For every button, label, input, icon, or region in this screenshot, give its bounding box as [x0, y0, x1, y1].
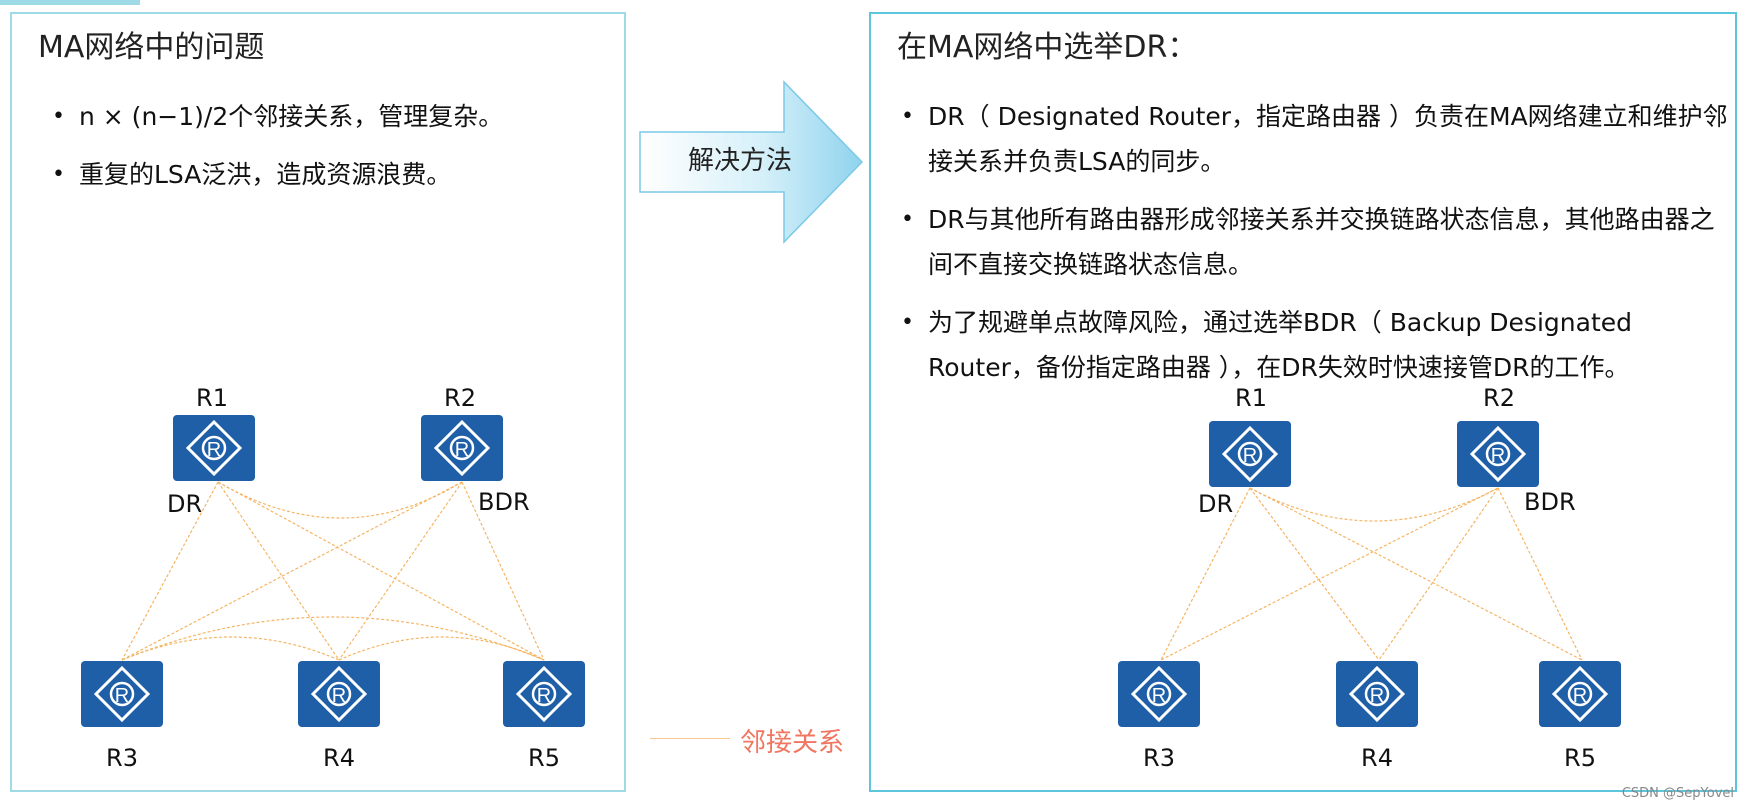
solution-panel-title: 在MA网络中选举DR： [897, 30, 1198, 65]
bdr-label: BDR [478, 488, 530, 516]
adjacency-link [338, 481, 463, 661]
adjacency-link [121, 616, 545, 661]
bullet-text: 重复的LSA泛洪，造成资源浪费。 [79, 160, 452, 189]
adjacency-link [338, 636, 545, 661]
router-label-r3: R3 [106, 744, 138, 772]
legend-label: 邻接关系 [740, 728, 845, 758]
bullet-dot: • [52, 104, 65, 129]
solution-bullet-list: • DR（ Designated Router，指定路由器 ）负责在MA网络建立和… [898, 94, 1736, 403]
adjacency-link [121, 481, 463, 661]
bullet-text: DR与其他所有路由器形成邻接关系并交换链路状态信息，其他路由器之间不直接交换链路… [928, 205, 1715, 279]
adjacency-links [121, 481, 545, 661]
svg-text:R: R [455, 439, 469, 461]
bdr-label: BDR [1524, 488, 1576, 516]
router-label-r5: R5 [1564, 744, 1596, 772]
problem-panel: MA网络中的问题 • n × (n−1)/2个邻接关系，管理复杂。 • 重复的LSA… [10, 12, 626, 792]
problem-bullet: • n × (n−1)/2个邻接关系，管理复杂。 [49, 94, 619, 139]
adjacency-link [217, 481, 545, 661]
adjacency-link [121, 481, 219, 661]
solution-panel: 在MA网络中选举DR： • DR（ Designated Router，指定路由器… [869, 12, 1737, 792]
legend-line [650, 738, 730, 739]
solution-bullet: • DR（ Designated Router，指定路由器 ）负责在MA网络建立和… [898, 94, 1736, 184]
problem-bullet: • 重复的LSA泛洪，造成资源浪费。 [49, 152, 619, 197]
router-icon: R [1538, 660, 1622, 728]
adjacency-link [1497, 487, 1583, 661]
router-label-r2: R2 [1483, 384, 1515, 412]
legend: 邻接关系 [650, 720, 870, 760]
adjacency-link [217, 481, 340, 661]
right-arrow-icon [639, 80, 864, 244]
adjacency-link [1160, 487, 1499, 661]
solution-bullet: • DR与其他所有路由器形成邻接关系并交换链路状态信息，其他路由器之间不直接交换链… [898, 197, 1736, 287]
adjacency-link [1160, 487, 1251, 661]
bullet-dot: • [901, 310, 914, 335]
bullet-text: n × (n−1)/2个邻接关系，管理复杂。 [79, 102, 504, 131]
router-label-r1: R1 [1235, 384, 1267, 412]
router-icon: R [1208, 420, 1292, 488]
router-icon: R [1117, 660, 1201, 728]
svg-text:R: R [537, 685, 551, 707]
adjacency-link [217, 481, 463, 519]
adjacency-link [1378, 487, 1499, 661]
corner-tab [0, 0, 140, 5]
adjacency-link [121, 636, 340, 661]
bullet-dot: • [901, 207, 914, 232]
arrow-label: 解决方法 [688, 146, 793, 176]
router-icon: R [420, 414, 504, 482]
svg-text:R: R [1243, 445, 1257, 467]
router-label-r3: R3 [1143, 744, 1175, 772]
full-mesh-topology [121, 481, 545, 661]
router-label-r4: R4 [1361, 744, 1393, 772]
adjacency-link [1249, 487, 1583, 661]
router-label-r1: R1 [196, 384, 228, 412]
router-label-r4: R4 [323, 744, 355, 772]
router-icon: R [1456, 420, 1540, 488]
problem-bullet-list: • n × (n−1)/2个邻接关系，管理复杂。 • 重复的LSA泛洪，造成资源浪费… [49, 94, 619, 210]
svg-text:R: R [1491, 445, 1505, 467]
bullet-dot: • [901, 104, 914, 129]
bullet-text: 为了规避单点故障风险，通过选举BDR（ Backup Designated Ro… [928, 308, 1632, 382]
bullet-text: DR（ Designated Router，指定路由器 ）负责在MA网络建立和维… [928, 102, 1728, 176]
dr-label: DR [167, 490, 203, 518]
router-icon: R [80, 660, 164, 728]
svg-text:R: R [115, 685, 129, 707]
svg-text:R: R [1152, 685, 1166, 707]
router-icon: R [502, 660, 586, 728]
svg-text:R: R [332, 685, 346, 707]
router-icon: R [1335, 660, 1419, 728]
router-icon: R [172, 414, 256, 482]
problem-panel-title: MA网络中的问题 [38, 30, 265, 65]
bullet-dot: • [52, 162, 65, 187]
adjacency-links [1160, 487, 1583, 661]
router-label-r5: R5 [528, 744, 560, 772]
svg-text:R: R [207, 439, 221, 461]
dr-label: DR [1198, 490, 1234, 518]
svg-text:R: R [1573, 685, 1587, 707]
adjacency-link [1249, 487, 1380, 661]
dr-bdr-topology [1160, 487, 1583, 661]
watermark: CSDN @SepYovel [1621, 786, 1734, 801]
svg-text:R: R [1370, 685, 1384, 707]
solution-arrow: 解决方法 [638, 80, 866, 245]
router-icon: R [297, 660, 381, 728]
adjacency-link [1249, 487, 1499, 522]
router-label-r2: R2 [444, 384, 476, 412]
adjacency-link [461, 481, 545, 661]
solution-bullet: • 为了规避单点故障风险，通过选举BDR（ Backup Designated R… [898, 300, 1736, 390]
